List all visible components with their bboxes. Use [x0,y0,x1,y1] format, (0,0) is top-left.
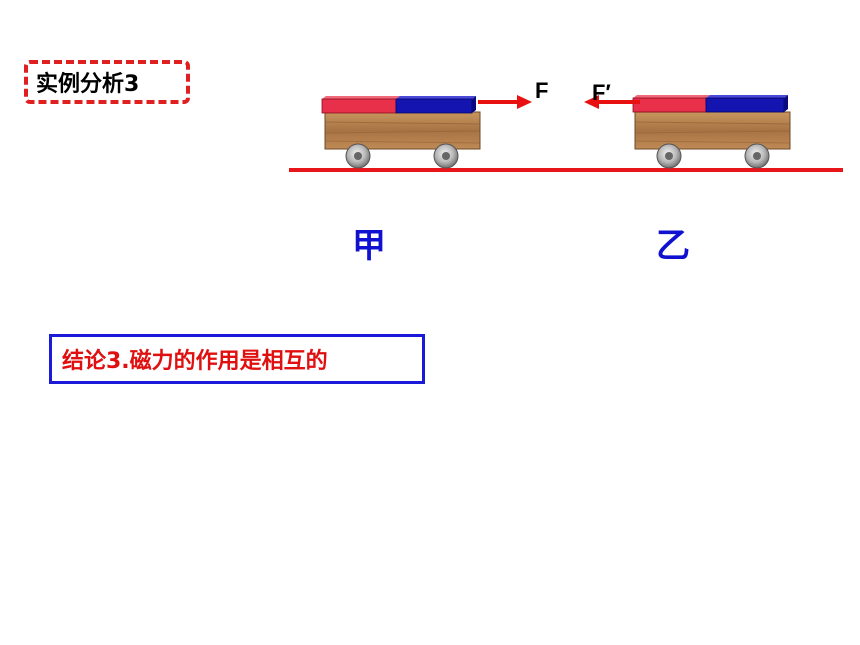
cart-right-label: 乙 [656,226,690,266]
cart-left-wheel-back [433,143,459,169]
force-arrow-left [584,95,640,109]
force-arrow-right [478,95,532,109]
cart-right-body [634,111,791,150]
title-box: 实例分析3 [24,60,190,104]
cart-right [632,95,791,169]
force-label-f-prime: F′ [592,80,611,105]
title-text: 实例分析3 [36,72,140,97]
magnet-left [321,96,476,114]
force-label-f: F [535,78,549,103]
cart-right-wheel-back [744,143,770,169]
cart-left-label: 甲 [352,226,386,266]
conclusion-box: 结论3.磁力的作用是相互的 [49,334,425,384]
cart-right-wheel-front [656,143,682,169]
cart-left [321,96,481,169]
conclusion-text: 结论3.磁力的作用是相互的 [62,349,328,374]
cart-left-wheel-front [345,143,371,169]
magnet-right [632,95,788,113]
cart-left-body [324,111,481,150]
